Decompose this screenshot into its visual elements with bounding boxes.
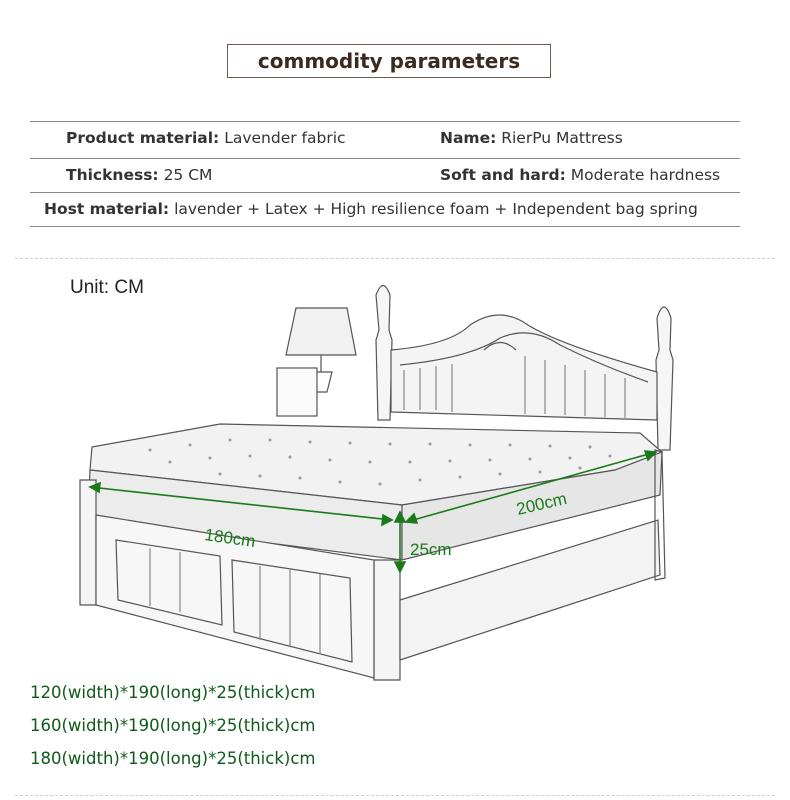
spec-table-rule <box>30 121 740 122</box>
size-option: 160(width)*190(long)*25(thick)cm <box>30 716 316 735</box>
spec-label: Host material: <box>44 200 170 218</box>
footboard-post-right <box>373 559 401 681</box>
spec-value: lavender + Latex + High resilience foam … <box>174 200 698 218</box>
width-dimension-line <box>89 486 393 521</box>
spec-value: 25 CM <box>163 166 213 184</box>
arrow-head <box>381 513 394 527</box>
footboard-post-left <box>79 479 97 606</box>
spec-label: Name: <box>440 129 497 147</box>
spec-label: Soft and hard: <box>440 166 566 184</box>
spec-host-material: Host material: lavender + Latex + High r… <box>44 200 698 218</box>
spec-table-rule <box>30 192 740 193</box>
mattress-side-right <box>401 451 663 561</box>
spec-value: Lavender fabric <box>224 129 346 147</box>
arrow-head <box>404 512 419 524</box>
length-dimension-line <box>405 451 657 523</box>
arrow-head <box>88 481 101 494</box>
side-rail <box>399 519 661 661</box>
headboard-post-right <box>655 306 674 451</box>
section-title: commodity parameters <box>227 44 551 78</box>
headboard-carving <box>483 341 517 351</box>
rear-leg <box>654 449 666 581</box>
mattress-quilting <box>148 438 612 486</box>
size-option: 120(width)*190(long)*25(thick)cm <box>30 683 316 702</box>
spec-value: Moderate hardness <box>570 166 721 184</box>
picture-frame <box>276 367 318 417</box>
spec-label: Product material: <box>66 129 220 147</box>
spec-table-rule <box>30 158 740 159</box>
arrow-head <box>393 510 407 523</box>
footboard-panel <box>95 514 375 679</box>
thickness-dimension-label: 25cm <box>410 540 452 559</box>
section-divider <box>15 258 775 259</box>
lamp-shade <box>285 307 357 356</box>
bottom-divider <box>15 795 775 796</box>
headboard-post-left <box>375 284 393 421</box>
headboard-panel <box>390 314 658 421</box>
arrow-head <box>393 561 407 574</box>
arrow-head <box>643 450 658 462</box>
spec-label: Thickness: <box>66 166 159 184</box>
unit-label: Unit: CM <box>70 277 144 298</box>
spec-table-rule <box>30 226 740 227</box>
spec-name: Name: RierPu Mattress <box>440 129 623 147</box>
spec-thickness: Thickness: 25 CM <box>66 166 212 184</box>
spec-hardness: Soft and hard: Moderate hardness <box>440 166 720 184</box>
footboard-inset <box>115 539 353 663</box>
spec-product-material: Product material: Lavender fabric <box>66 129 346 147</box>
spec-value: RierPu Mattress <box>501 129 623 147</box>
size-option: 180(width)*190(long)*25(thick)cm <box>30 749 316 768</box>
headboard-trim <box>399 332 649 383</box>
